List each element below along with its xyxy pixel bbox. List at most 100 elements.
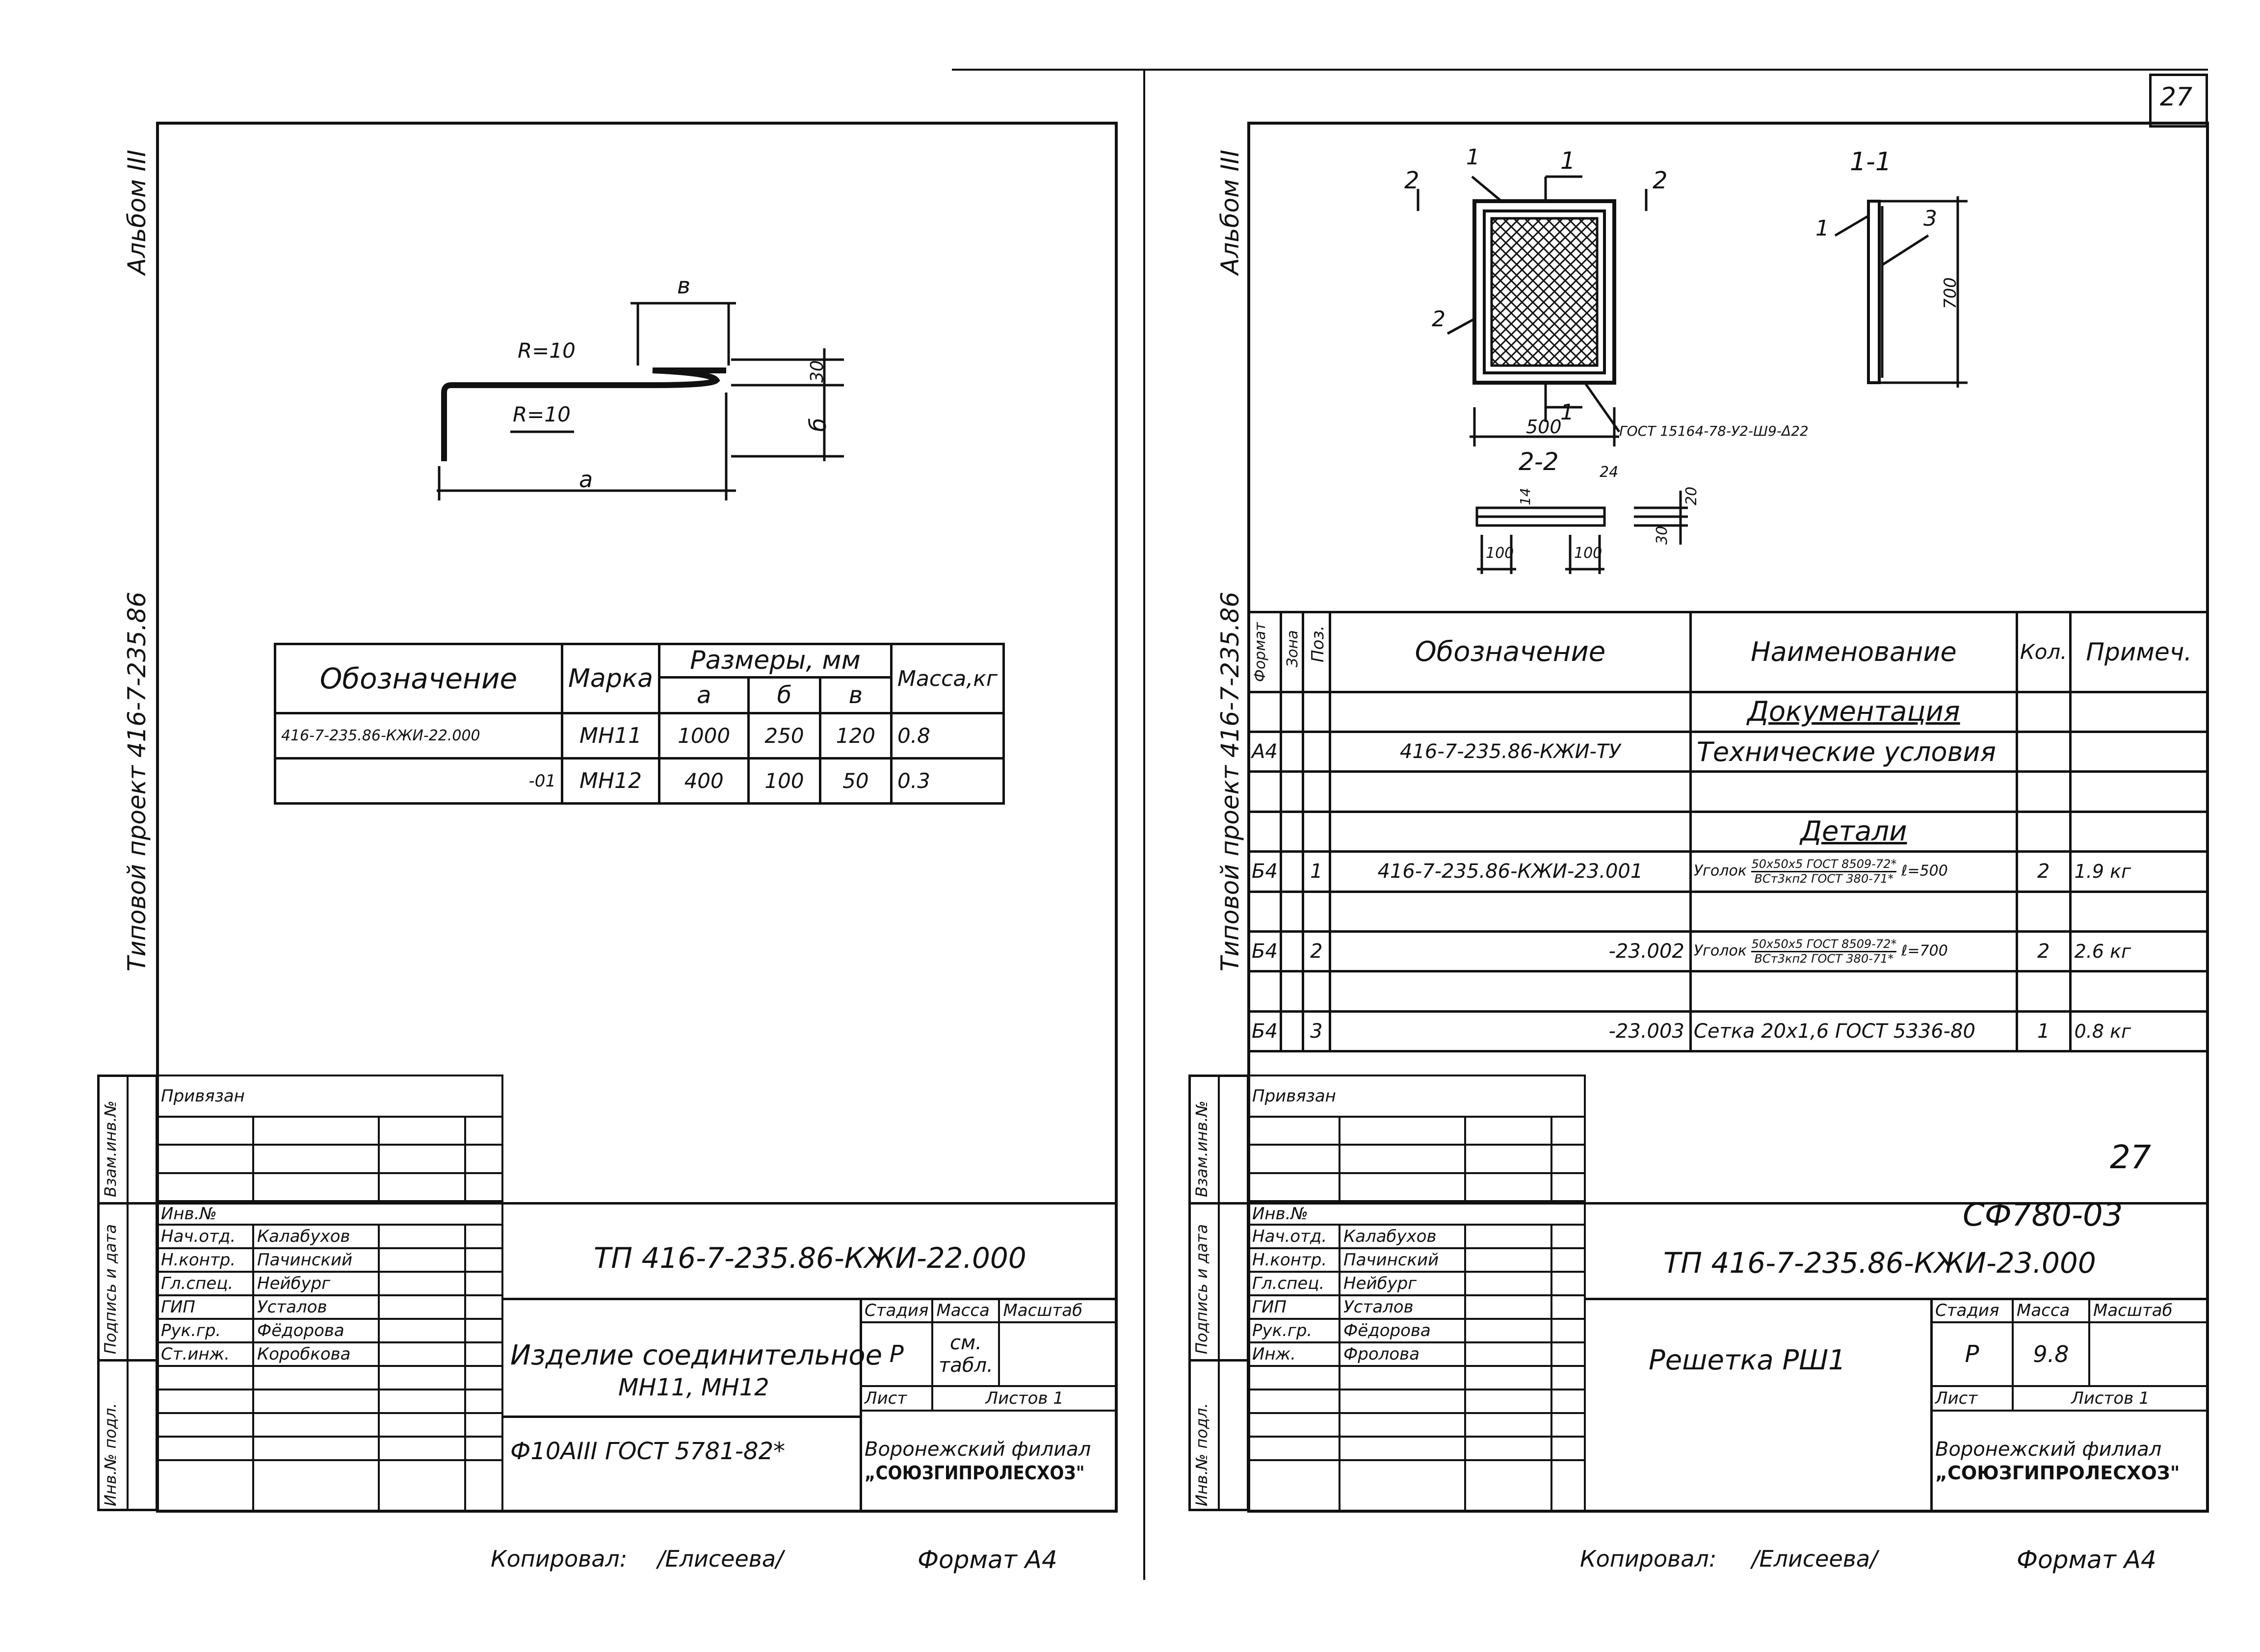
staff-row: Нач.отд.Калабухов xyxy=(1247,1224,1586,1249)
sheet-label: Лист xyxy=(1930,1385,2014,1412)
section-11-label: 1-1 xyxy=(1850,147,1892,177)
staff-role: Ст.инж. xyxy=(156,1341,254,1367)
staff-role: ГИП xyxy=(1247,1294,1340,1320)
staff-row: Ст.инж.Коробкова xyxy=(156,1341,503,1367)
part-frac-bot: ВСт3кп2 ГОСТ 380-71* xyxy=(1754,951,1894,966)
part-note: 1.9 кг xyxy=(2069,850,2209,893)
pos-label-1-section: 1 xyxy=(1815,216,1829,241)
part-designation: -23.002 xyxy=(1328,930,1692,973)
cut-label-1-bottom: 1 xyxy=(1560,400,1574,425)
mass-label: Масса xyxy=(2012,1298,2090,1323)
cell-v: 50 xyxy=(818,757,893,805)
staff-name: Нейбург xyxy=(252,1271,380,1296)
spec-col-designation: Обозначение xyxy=(1328,611,1692,693)
dim-100-right: 100 xyxy=(1574,545,1603,562)
right-side-label-2: Подпись и дата xyxy=(1192,1224,1211,1354)
part-name-cell: Уголок 50х50х5 ГОСТ 8509-72* ВСт3кп2 ГОС… xyxy=(1689,930,2018,973)
part-pos: 3 xyxy=(1301,1010,1331,1053)
cell-v: 120 xyxy=(818,712,893,760)
gost-note: ГОСТ 15164-78-У2-Ш9-Δ22 xyxy=(1619,423,1809,439)
handnote-code: СФ780-03 xyxy=(1963,1197,2123,1233)
right-side-sep-2 xyxy=(1188,1359,1249,1362)
cell-b: 250 xyxy=(747,712,821,760)
staff-role: Рук.гр. xyxy=(1247,1318,1340,1343)
staff-row: Н.контр.Пачинский xyxy=(156,1247,503,1273)
attached-label: Привязан xyxy=(156,1075,503,1118)
handnote-sheet: 27 xyxy=(2110,1138,2151,1176)
left-side-sep-2 xyxy=(97,1359,158,1362)
staff-row: Рук.гр.Фёдорова xyxy=(156,1318,503,1343)
part-pos: 1 xyxy=(1301,850,1331,893)
left-title-2: МН11, МН12 xyxy=(618,1374,769,1401)
part-note: 2.6 кг xyxy=(2069,930,2209,973)
doc-designation: 416-7-235.86-КЖИ-ТУ xyxy=(1328,731,1692,773)
cut-label-1-top: 1 xyxy=(1560,147,1576,175)
part-length: ℓ=500 xyxy=(1901,862,1948,880)
cell-mark: МН12 xyxy=(560,757,661,805)
sheets-label: Листов 1 xyxy=(2012,1385,2209,1412)
right-attached-block: Привязан xyxy=(1247,1075,1586,1203)
cell-a: 400 xyxy=(658,757,750,805)
staff-role: Инж. xyxy=(1247,1341,1340,1367)
staff-name: Фролова xyxy=(1339,1341,1466,1367)
left-attached-block: Привязан xyxy=(156,1075,503,1203)
part-frac-top: 50х50х5 ГОСТ 8509-72* xyxy=(1751,938,1897,952)
inv-no-label: Инв.№ xyxy=(156,1202,503,1226)
staff-name: Нейбург xyxy=(1339,1271,1466,1296)
dim-14: 14 xyxy=(1517,488,1533,505)
staff-role: Нач.отд. xyxy=(156,1224,254,1249)
part-designation: -23.003 xyxy=(1328,1010,1692,1053)
part-qty: 1 xyxy=(2015,1010,2072,1053)
mass-value: 9.8 xyxy=(2012,1321,2090,1387)
cell-designation: -01 xyxy=(274,757,563,805)
staff-row: Инж.Фролова xyxy=(1247,1341,1586,1367)
left-code-sep xyxy=(502,1298,1118,1300)
width-dim: 500 xyxy=(1526,416,1562,438)
right-side-sep-1 xyxy=(1188,1202,1249,1205)
sheet-divider xyxy=(1143,69,1145,1580)
left-dim-v: в xyxy=(677,272,691,299)
col-mass: Масса,кг xyxy=(890,642,1005,715)
staff-role: ГИП xyxy=(156,1294,254,1320)
dim-30: 30 xyxy=(1654,525,1671,545)
part-name: Уголок xyxy=(1693,862,1747,880)
left-dim-a: а xyxy=(579,466,593,493)
part-name: Сетка 20х1,6 ГОСТ 5336-80 xyxy=(1689,1010,2018,1053)
cut-label-2-left: 2 xyxy=(1404,167,1419,194)
stage-value: Р xyxy=(1930,1321,2014,1387)
spec-col-qty: Кол. xyxy=(2015,611,2072,693)
cell-mass: 0.8 xyxy=(890,712,1005,760)
left-size-table: Обозначение Марка Размеры, мм Масса,кг а… xyxy=(274,642,1005,805)
spec-col-name: Наименование xyxy=(1689,611,2018,693)
left-format-label: Формат А4 xyxy=(918,1546,1057,1574)
table-row: Б4 2 -23.002 Уголок 50х50х5 ГОСТ 8509-72… xyxy=(1247,930,2209,973)
part-frac-top: 50х50х5 ГОСТ 8509-72* xyxy=(1751,858,1897,872)
mass-value: см. табл. xyxy=(931,1321,1000,1387)
part-name-cell: Уголок 50х50х5 ГОСТ 8509-72* ВСт3кп2 ГОС… xyxy=(1689,850,2018,893)
col-sizes: Размеры, мм xyxy=(658,643,893,679)
right-side-strip-div xyxy=(1218,1075,1220,1511)
staff-row: Гл.спец.Нейбург xyxy=(1247,1271,1586,1296)
part-designation: 416-7-235.86-КЖИ-23.001 xyxy=(1328,850,1692,893)
right-format-label: Формат А4 xyxy=(2017,1546,2156,1574)
dim-100-left: 100 xyxy=(1486,545,1514,562)
spec-table: Формат Зона Поз. Обозначение Наименовани… xyxy=(1247,611,2209,1053)
org-name: Воронежский филиал xyxy=(1935,1438,2162,1461)
staff-name: Пачинский xyxy=(1339,1247,1466,1273)
org-cell: Воронежский филиал„СОЮЗГИПРОЛЕСХОЗ" xyxy=(860,1410,1118,1513)
part-qty: 2 xyxy=(2015,850,2072,893)
staff-row: Рук.гр.Фёдорова xyxy=(1247,1318,1586,1343)
stage-label: Стадия xyxy=(1930,1298,2014,1323)
left-side-strip-div xyxy=(127,1075,129,1511)
left-copier-name: /Елисеева/ xyxy=(657,1546,784,1572)
cell-b: 100 xyxy=(747,757,821,805)
top-edge-line xyxy=(952,69,2208,71)
part-format: Б4 xyxy=(1247,930,1282,973)
part-qty: 2 xyxy=(2015,930,2072,973)
staff-name: Фёдорова xyxy=(1339,1318,1466,1343)
staff-role: Нач.отд. xyxy=(1247,1224,1340,1249)
